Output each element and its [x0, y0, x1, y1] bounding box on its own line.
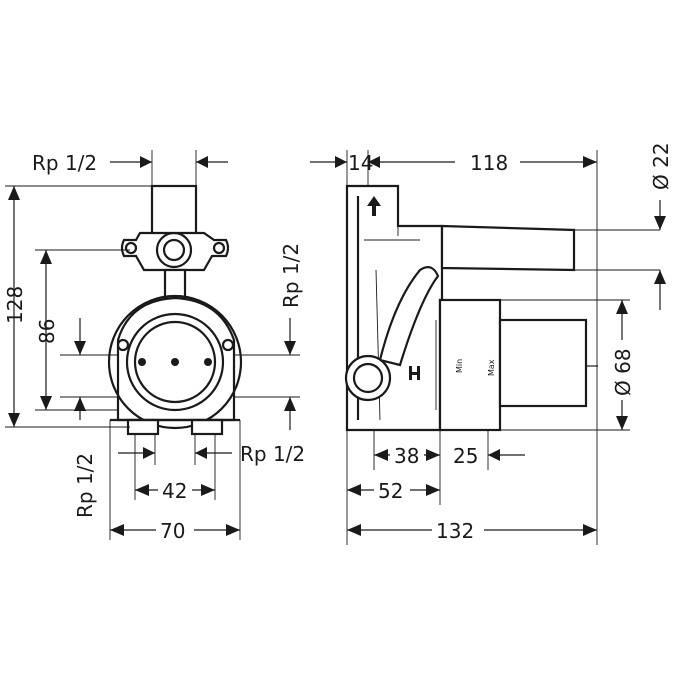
face-dot-left	[138, 358, 146, 366]
top-inlet-ring	[155, 231, 193, 269]
top-inlet-pipe	[150, 184, 198, 238]
dial-housing	[438, 298, 502, 432]
thread-bottom-left-label: Rp 1/2	[73, 453, 97, 518]
depth-body-label: 52	[378, 479, 403, 503]
hot-cold-icon	[409, 366, 420, 380]
bottom-outlet-right	[190, 418, 224, 436]
screw-left	[116, 338, 130, 352]
width-total-label: 70	[160, 519, 185, 543]
width-inner-label: 42	[162, 479, 187, 503]
label-max: Max	[487, 359, 496, 376]
main-body-outer-ring	[107, 294, 243, 430]
arrow-up-icon	[367, 196, 381, 216]
depth-total-label: 132	[436, 519, 474, 543]
depth-rear-label: 118	[470, 151, 508, 175]
height-total-label: 128	[3, 286, 27, 324]
side-outlet-bore	[352, 362, 384, 394]
diameter-top-label: Ø 22	[649, 142, 673, 190]
thread-bottom-right-label: Rp 1/2	[240, 442, 305, 466]
depth-front-label: 14	[348, 151, 373, 175]
height-inner-label: 86	[35, 319, 59, 344]
bracket-hole-left	[124, 241, 138, 255]
internal-channel	[378, 266, 440, 367]
thread-top-label: Rp 1/2	[32, 151, 97, 175]
side-outlet-ring	[344, 354, 392, 402]
screw-right	[221, 338, 235, 352]
bottom-outlet-left	[126, 418, 160, 436]
face-dot-right	[204, 358, 212, 366]
mounting-bracket	[120, 231, 230, 272]
offset-dial-label: 25	[453, 444, 478, 468]
side-view: Min Max 14 118 Ø 22	[310, 142, 673, 545]
main-body-face	[133, 320, 217, 404]
face-dot-center	[171, 358, 179, 366]
thread-right-label: Rp 1/2	[279, 243, 303, 308]
dial-cap	[498, 318, 588, 408]
top-inlet-bore	[162, 238, 186, 262]
offset-outlet-label: 38	[394, 444, 419, 468]
label-min: Min	[455, 359, 464, 373]
diameter-dial-label: Ø 68	[611, 348, 635, 396]
main-body-inner-ring	[125, 312, 225, 412]
upper-outlet-pipe	[440, 224, 576, 272]
front-view: Rp 1/2 128 86 Rp 1/2 Rp 1/2 Rp 1/2	[3, 150, 305, 543]
bracket-hole-right	[212, 241, 226, 255]
